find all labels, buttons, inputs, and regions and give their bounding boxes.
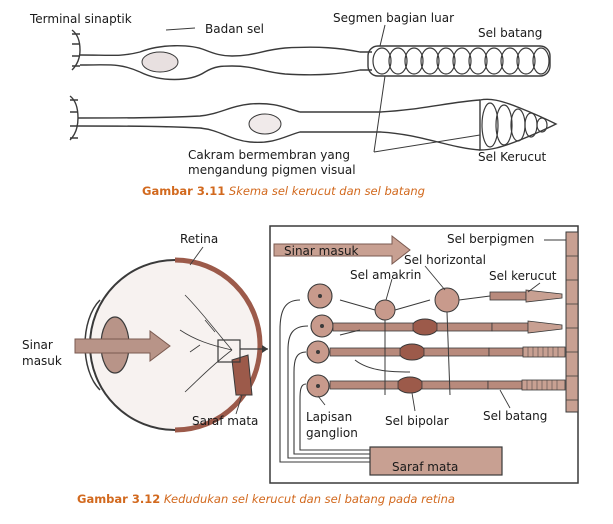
rod-cell-label: Sel batang (478, 26, 543, 40)
caption-312: Gambar 3.12 Kedudukan sel kerucut dan se… (77, 492, 455, 506)
caption-312-text: Kedudukan sel kerucut dan sel batang pad… (163, 492, 455, 506)
cell-body-label: Badan sel (205, 22, 264, 36)
horizontal-cell (434, 287, 460, 313)
outer-segment-label: Segmen bagian luar (333, 11, 455, 25)
caption-311-text: Skema sel kerucut dan sel batang (228, 184, 425, 198)
caption-311: Gambar 3.11 Skema sel kerucut dan sel ba… (142, 184, 425, 198)
light-arrow-panel (273, 234, 411, 266)
light-in-panel-label: Sinar masuk (284, 244, 359, 258)
rod-nucleus (141, 51, 179, 73)
cone-discs (481, 102, 548, 148)
ganglion-layer-label-1: Lapisan (306, 410, 353, 424)
rod-cell (71, 29, 551, 81)
light-arrow-left (74, 330, 171, 362)
optic-nerve-eye-label: Saraf mata (192, 414, 259, 428)
bipolar-cell-label: Sel bipolar (385, 414, 449, 428)
cone-nucleus (248, 113, 282, 135)
terminal-synaptic-label: Terminal sinaptik (30, 12, 132, 26)
ganglion-layer-label-2: ganglion (306, 426, 358, 440)
amacrine-cell (374, 299, 396, 321)
cone-cell-label: Sel Kerucut (478, 150, 547, 164)
eye (84, 257, 268, 433)
horizontal-cell-label: Sel horizontal (404, 253, 487, 267)
leader-lines-311 (165, 24, 481, 153)
photoreceptors (487, 289, 566, 391)
rod-cone-schematic (69, 24, 558, 153)
light-in-left-label-2: masuk (22, 354, 62, 368)
caption-311-number: Gambar 3.11 (142, 184, 226, 198)
pigment-layer (565, 231, 579, 413)
bipolar-cells (396, 318, 439, 394)
optic-nerve-box (369, 446, 503, 476)
cone-cell-label-312: Sel kerucut (489, 269, 557, 283)
light-in-left-label-1: Sinar (22, 338, 53, 352)
amacrine-cell-label: Sel amakrin (350, 268, 422, 282)
membrane-disc-label-1: Cakram bermembran yang (188, 148, 350, 162)
caption-312-number: Gambar 3.12 (77, 492, 161, 506)
leader-lines-312 (189, 239, 566, 415)
rod-discs (372, 47, 550, 75)
membrane-disc-label-2: mengandung pigmen visual (188, 163, 356, 177)
rod-cell-label-312: Sel batang (483, 409, 548, 423)
nerve-fibers (279, 299, 370, 463)
pigment-cell-label: Sel berpigmen (447, 232, 535, 246)
retina-label: Retina (180, 232, 219, 246)
optic-nerve-box-label: Saraf mata (392, 460, 459, 474)
